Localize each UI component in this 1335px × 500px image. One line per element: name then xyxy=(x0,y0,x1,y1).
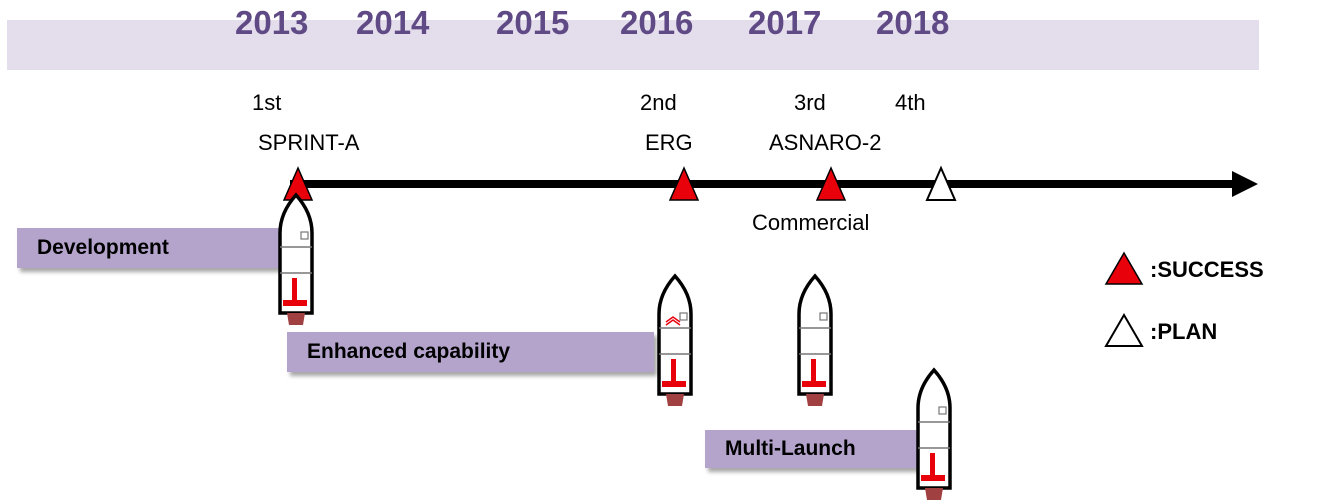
launch-2-ordinal: 2nd xyxy=(640,90,677,115)
timeline-arrowhead-icon xyxy=(1232,171,1258,197)
phase-multi-launch-label: Multi-Launch xyxy=(725,437,856,460)
phase-enhanced-label: Enhanced capability xyxy=(307,340,511,363)
launch-4-plan-icon xyxy=(925,165,957,201)
rocket-icon xyxy=(797,274,833,408)
legend-success-icon xyxy=(1104,251,1144,285)
launch-4-ordinal: 4th xyxy=(895,90,926,115)
phase-multi-launch: Multi-Launch xyxy=(705,430,922,468)
year-label-2015: 2015 xyxy=(496,4,570,41)
year-label-2018: 2018 xyxy=(876,4,950,41)
year-label-2017: 2017 xyxy=(748,4,822,41)
phase-development-label: Development xyxy=(37,236,169,259)
launch-2-success-icon xyxy=(668,166,700,201)
year-label-2013: 2013 xyxy=(235,4,309,41)
legend-success-label: :SUCCESS xyxy=(1150,257,1264,282)
launch-3-ordinal: 3rd xyxy=(794,90,826,115)
year-label-2016: 2016 xyxy=(620,4,694,41)
legend-plan-icon xyxy=(1104,313,1144,347)
launch-2-name: ERG xyxy=(645,130,693,155)
year-band xyxy=(7,20,1259,70)
rocket-icon xyxy=(916,368,952,500)
launch-1-name: SPRINT-A xyxy=(258,130,360,155)
launch-3-success-icon xyxy=(815,166,847,201)
rocket-marking-icon xyxy=(665,316,681,326)
rocket-icon xyxy=(657,274,693,408)
rocket-icon xyxy=(278,193,314,327)
legend-plan-label: :PLAN xyxy=(1150,319,1218,344)
phase-enhanced-capability: Enhanced capability xyxy=(287,332,654,372)
phase-development: Development xyxy=(17,228,282,268)
commercial-label: Commercial xyxy=(752,210,870,235)
launch-1-ordinal: 1st xyxy=(252,90,282,115)
year-label-2014: 2014 xyxy=(356,4,430,41)
launch-3-name: ASNARO-2 xyxy=(769,130,882,155)
